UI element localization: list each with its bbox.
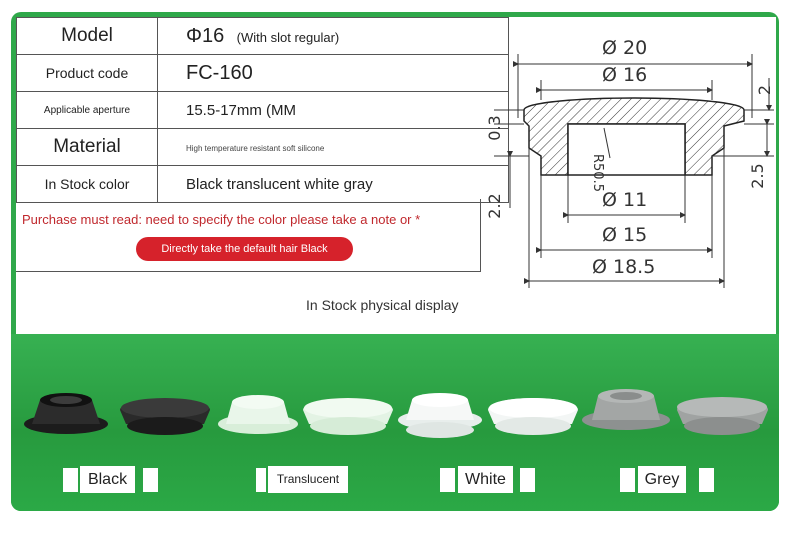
spec-value-extra: (With slot regular) [236, 29, 340, 45]
chip-edge [699, 468, 714, 492]
dimension-drawing: Ø 20 Ø 16 Ø 11 Ø 15 Ø 18.5 2 0.3 2.5 2.2… [485, 37, 774, 288]
color-label-black: Black [80, 466, 135, 493]
dim-r: R50.5 [590, 154, 605, 192]
product-translucent-1 [218, 395, 298, 434]
product-black-1 [24, 393, 108, 434]
spec-label: In Stock color [16, 165, 158, 203]
chip-edge [520, 468, 535, 492]
dim-phi15: Ø 15 [602, 224, 647, 246]
chip-edge [143, 468, 158, 492]
spec-row-color: In Stock color Black translucent white g… [16, 165, 509, 203]
dim-2: 2 [755, 85, 774, 95]
dim-phi20: Ø 20 [602, 37, 647, 59]
spec-value: 15.5-17mm (MM [157, 91, 509, 129]
stock-display-title: In Stock physical display [306, 297, 459, 313]
spec-row-model: Model Φ16 (With slot regular) [16, 17, 509, 55]
color-label-translucent: Translucent [268, 466, 348, 493]
dim-phi185: Ø 18.5 [592, 256, 655, 278]
spec-label: Model [16, 17, 158, 55]
spec-label: Product code [16, 54, 158, 92]
spec-label: Material [16, 128, 158, 166]
spec-label: Applicable aperture [16, 91, 158, 129]
color-label-white: White [458, 466, 513, 493]
dim-phi11: Ø 11 [602, 189, 647, 211]
product-white-1 [398, 393, 482, 438]
product-grey-2 [677, 397, 768, 435]
product-white-2 [488, 398, 578, 435]
product-grey-1 [582, 389, 670, 430]
spec-row-code: Product code FC-160 [16, 54, 509, 92]
note-box [16, 199, 481, 272]
chip-edge [63, 468, 78, 492]
spec-value: High temperature resistant soft silicone [157, 128, 509, 166]
chip-edge [256, 468, 266, 492]
spec-value-main: Φ16 [186, 24, 225, 47]
dim-phi16: Ø 16 [602, 64, 647, 86]
product-row [24, 389, 768, 438]
purchase-note: Purchase must read: need to specify the … [22, 212, 421, 227]
spec-value: Black translucent white gray [157, 165, 509, 203]
dim-25: 2.5 [748, 163, 767, 188]
spec-table: Model Φ16 (With slot regular) Product co… [16, 17, 509, 203]
color-label-grey: Grey [638, 466, 686, 493]
spec-value: FC-160 [157, 54, 509, 92]
chip-edge [620, 468, 635, 492]
spec-row-material: Material High temperature resistant soft… [16, 128, 509, 166]
spec-value-text: High temperature resistant soft silicone [186, 144, 325, 153]
product-translucent-2 [303, 398, 393, 435]
chip-edge [440, 468, 455, 492]
spec-row-aperture: Applicable aperture 15.5-17mm (MM [16, 91, 509, 129]
grommet-bore [567, 123, 686, 176]
dim-22: 2.2 [485, 193, 504, 218]
default-color-button[interactable]: Directly take the default hair Black [136, 237, 353, 261]
spec-value: Φ16 (With slot regular) [157, 17, 509, 55]
dim-03: 0.3 [485, 115, 504, 140]
product-black-2 [120, 398, 210, 435]
